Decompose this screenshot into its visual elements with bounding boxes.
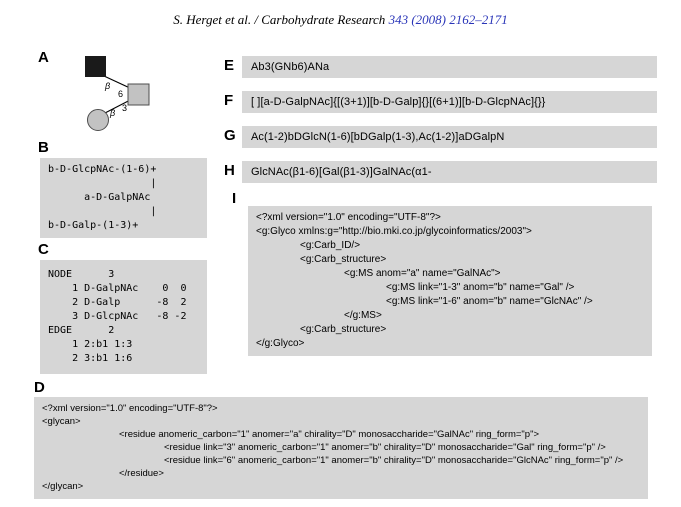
code-line: <g:Carb_structure> xyxy=(300,254,387,265)
code-line: <g:Carb_ID/> xyxy=(300,240,361,251)
code-line: <?xml version="1.0" encoding="UTF-8"?> xyxy=(42,403,218,414)
gal-circle-icon xyxy=(87,109,109,131)
code-line: <residue anomeric_carbon="1" anomer="a" … xyxy=(119,429,539,440)
code-line: </glycan> xyxy=(42,481,84,492)
panel-label-a: A xyxy=(38,49,49,66)
code-line: <residue link="3" anomeric_carbon="1" an… xyxy=(164,442,606,453)
top-anomer-label: β xyxy=(104,81,110,91)
code-line: | xyxy=(48,178,157,189)
code-line: a-D-GalpNAc xyxy=(48,192,151,203)
code-line: NODE 3 xyxy=(48,269,115,280)
code-line: </residue> xyxy=(119,468,164,479)
notation-text: GlcNAc(β1-6)[Gal(β1-3)]GalNAc(α1- xyxy=(251,166,432,178)
panel-h-box: GlcNAc(β1-6)[Gal(β1-3)]GalNAc(α1- xyxy=(242,161,657,183)
panel-label-d: D xyxy=(34,379,45,396)
glcnac-filled-square-icon xyxy=(85,56,106,77)
journal-running-head: S. Herget et al. / Carbohydrate Research… xyxy=(0,12,681,28)
panel-e-box: Ab3(GNb6)ANa xyxy=(242,56,657,78)
code-line: <?xml version="1.0" encoding="UTF-8"?> xyxy=(256,212,441,223)
code-line: <residue link="6" anomeric_carbon="1" an… xyxy=(164,455,624,466)
panel-g-box: Ac(1-2)bDGlcN(1-6)[bDGalp(1-3),Ac(1-2)]a… xyxy=(242,126,657,148)
code-line: b-D-GlcpNAc-(1-6)+ xyxy=(48,164,157,175)
panel-b-box: b-D-GlcpNAc-(1-6)+ | a-D-GalpNAc | b-D-G… xyxy=(40,158,207,238)
notation-text: Ab3(GNb6)ANa xyxy=(251,61,330,73)
code-line: <g:MS link="1-6" anom="b" name="GlcNAc" … xyxy=(386,296,593,307)
panel-label-g: G xyxy=(224,127,236,144)
panel-label-f: F xyxy=(224,92,234,109)
linkage-line-beta6 xyxy=(103,75,133,90)
bottom-anomer-label: β xyxy=(109,108,115,118)
notation-text: Ac(1-2)bDGlcN(1-6)[bDGalp(1-3),Ac(1-2)]a… xyxy=(251,131,505,143)
code-line: </g:Glyco> xyxy=(256,338,305,349)
code-line: <g:MS anom="a" name="GalNAc"> xyxy=(344,268,501,279)
top-position-label: 6 xyxy=(118,89,123,99)
galnac-square-icon xyxy=(127,83,150,106)
code-line: <g:MS link="1-3" anom="b" name="Gal" /> xyxy=(386,282,575,293)
header-citation-text: 343 (2008) 2162–2171 xyxy=(388,12,508,27)
panel-i-box: <?xml version="1.0" encoding="UTF-8"?> <… xyxy=(248,206,652,356)
bottom-position-label: 3 xyxy=(122,103,127,113)
code-line: <g:Glyco xmlns:g="http://bio.mki.co.jp/g… xyxy=(256,226,532,237)
notation-text: [ ][a-D-GalpNAc]{[(3+1)][b-D-Galp]{}[(6+… xyxy=(251,96,546,108)
panel-label-e: E xyxy=(224,57,235,74)
code-line: EDGE 2 xyxy=(48,325,115,336)
glycan-symbol-diagram: β 6 β 3 xyxy=(85,56,150,131)
panel-label-i: I xyxy=(232,190,237,207)
code-line: 2 D-Galp -8 2 xyxy=(48,297,187,308)
code-line: <g:Carb_structure> xyxy=(300,324,387,335)
panel-label-h: H xyxy=(224,162,235,179)
panel-d-box: <?xml version="1.0" encoding="UTF-8"?> <… xyxy=(34,397,648,499)
code-line: b-D-Galp-(1-3)+ xyxy=(48,220,139,231)
code-line: 3 D-GlcpNAc -8 -2 xyxy=(48,311,187,322)
code-line: </g:MS> xyxy=(344,310,382,321)
panel-c-box: NODE 3 1 D-GalpNAc 0 0 2 D-Galp -8 2 3 D… xyxy=(40,260,207,374)
code-line: 1 D-GalpNAc 0 0 xyxy=(48,283,187,294)
code-line: 2 3:b1 1:6 xyxy=(48,353,133,364)
code-line: 1 2:b1 1:3 xyxy=(48,339,133,350)
code-line: | xyxy=(48,206,157,217)
code-line: <glycan> xyxy=(42,416,81,427)
panel-f-box: [ ][a-D-GalpNAc]{[(3+1)][b-D-Galp]{}[(6+… xyxy=(242,91,657,113)
header-authors-text: S. Herget et al. / Carbohydrate Research xyxy=(173,12,389,27)
panel-label-b: B xyxy=(38,139,49,156)
panel-label-c: C xyxy=(38,241,49,258)
